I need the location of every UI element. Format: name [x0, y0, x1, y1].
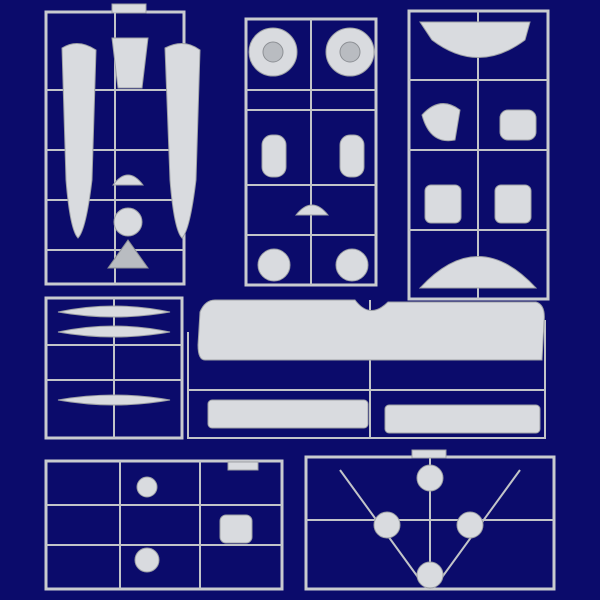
fuselage-sprue [44, 3, 201, 286]
elevator-part [418, 256, 538, 289]
tail-sprue [407, 9, 550, 301]
lower-wing-left [207, 399, 369, 429]
helmet-part [294, 204, 330, 216]
horizontal-stabilizer [419, 21, 531, 58]
disc-part [416, 464, 444, 492]
cowl-half-right [494, 184, 532, 224]
sprue-runners [306, 457, 554, 589]
sprue-tab [227, 461, 259, 471]
propeller [57, 305, 171, 318]
rotary-engine-left [257, 248, 291, 282]
cockpit-deck [111, 37, 149, 89]
seat-part [111, 174, 145, 186]
fuselage-half-right [164, 43, 201, 239]
wings-sprue [187, 299, 546, 439]
radiator-part [107, 239, 149, 269]
engine-cowl-right [339, 134, 365, 178]
propeller-sprue [44, 296, 184, 440]
disc-part [416, 561, 444, 589]
sprue-tab [111, 3, 147, 14]
details-sprue-a [44, 459, 284, 591]
cowl-half-left [424, 184, 462, 224]
sprue-runners [409, 11, 548, 299]
details-sprue-b [304, 449, 556, 591]
seat-part [219, 514, 253, 544]
sprue-frame [44, 459, 284, 591]
sprue-runners [46, 461, 282, 589]
engine-cowl-left [261, 134, 287, 178]
fuselage-half-left [61, 43, 97, 239]
propeller [57, 325, 171, 338]
wheel-hub [339, 41, 361, 63]
wheel-hub [262, 41, 284, 63]
bulkhead-part [113, 207, 143, 237]
lower-wing-right [384, 404, 541, 434]
wheel-part [136, 476, 158, 498]
rudder-part [421, 103, 461, 142]
wheel-part [134, 547, 160, 573]
cowl-part [499, 109, 537, 141]
sprue-runners [46, 298, 182, 438]
rotary-engine-right [335, 248, 369, 282]
sprue-tab [411, 449, 447, 459]
sprue-runners [246, 19, 376, 285]
wheels-engine-sprue [244, 17, 378, 287]
upper-wing [197, 299, 545, 361]
sprue-runners [46, 12, 184, 284]
disc-part [456, 511, 484, 539]
propeller [57, 394, 171, 406]
disc-part [373, 511, 401, 539]
